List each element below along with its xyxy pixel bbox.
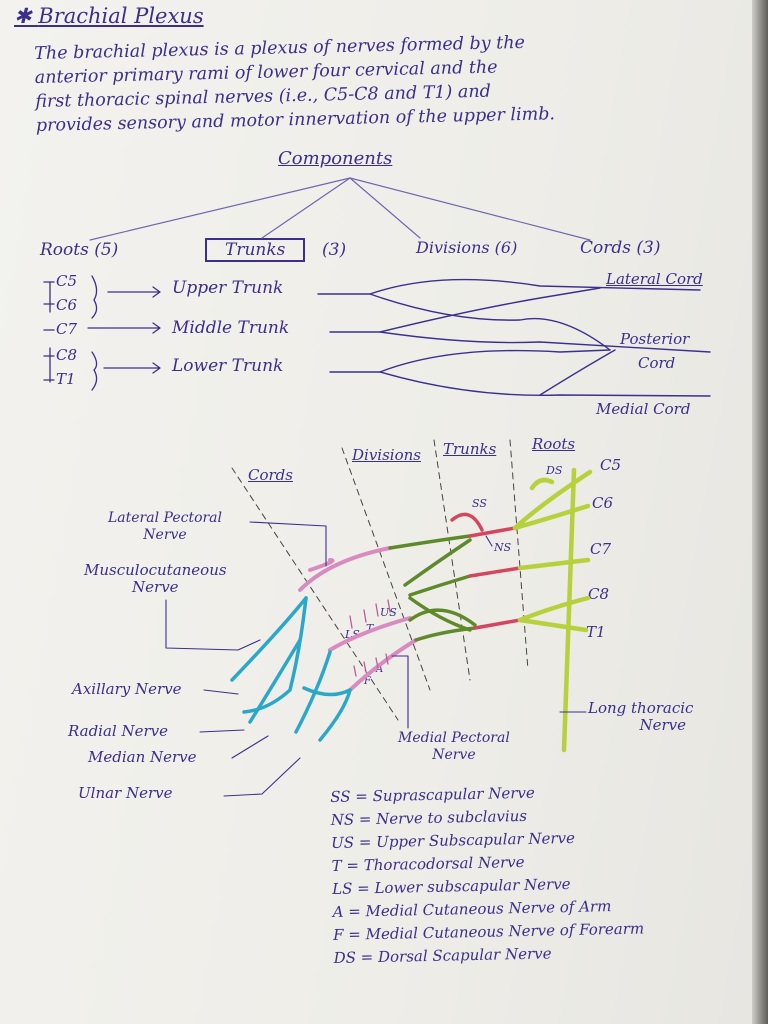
abbr-us: US xyxy=(380,606,397,619)
diagram-branches xyxy=(230,596,352,742)
diagram-trunks xyxy=(450,512,522,630)
trunks-count: (3) xyxy=(322,240,347,260)
upper-trunk-label: Upper Trunk xyxy=(172,278,284,298)
posterior-cord-label-2: Cord xyxy=(638,354,676,372)
median-nerve-label: Median Nerve xyxy=(88,748,197,766)
abbr-f: F xyxy=(364,676,371,687)
axillary-nerve-label: Axillary Nerve xyxy=(72,680,182,698)
page-title: ✱ Brachial Plexus xyxy=(14,4,204,28)
diagram-cords xyxy=(298,546,418,692)
radial-nerve-label: Radial Nerve xyxy=(68,722,169,740)
section-dividers xyxy=(231,439,529,721)
schema-root-c5: C5 xyxy=(56,272,78,290)
star-bullet: ✱ xyxy=(14,4,39,28)
label-line: Medial Pectoral xyxy=(398,730,510,746)
label-line: Nerve xyxy=(432,747,476,763)
diagram-root-c8: C8 xyxy=(588,585,610,603)
schema-root-c6: C6 xyxy=(56,296,78,314)
label-line: Lateral Pectoral xyxy=(108,510,223,526)
divisions-label: Divisions (6) xyxy=(416,238,518,257)
diagram-trunks-label: Trunks xyxy=(443,440,497,458)
label-line: Long thoracic xyxy=(588,699,694,717)
diagram-cords-label: Cords xyxy=(248,466,293,484)
components-tree xyxy=(89,177,591,241)
schema-arrows xyxy=(87,286,161,374)
lateral-cord-label: Lateral Cord xyxy=(606,270,703,288)
schema-root-t1: T1 xyxy=(56,370,76,388)
abbr-ds: DS xyxy=(546,464,563,477)
schema-root-c8: C8 xyxy=(56,346,78,364)
diagram-roots xyxy=(512,467,593,753)
cords-label: Cords (3) xyxy=(580,238,661,258)
abbr-a: A xyxy=(376,664,384,675)
diagram-root-c5: C5 xyxy=(600,456,622,474)
components-heading: Components xyxy=(278,148,393,169)
label-line: Musculocutaneous xyxy=(84,561,227,579)
title-text: Brachial Plexus xyxy=(38,4,204,28)
leader-lines xyxy=(165,521,587,797)
branch-ticks xyxy=(349,599,391,677)
notebook-binding-edge xyxy=(752,0,768,1024)
ulnar-nerve-label: Ulnar Nerve xyxy=(78,784,173,802)
schema-root-c7: C7 xyxy=(56,320,78,338)
lower-trunk-label: Lower Trunk xyxy=(172,356,284,376)
diagram-roots-label: Roots xyxy=(532,435,576,453)
diagram-root-c6: C6 xyxy=(592,494,614,512)
notebook-page: ✱ Brachial Plexus The brachial plexus is… xyxy=(0,0,752,1024)
middle-trunk-label: Middle Trunk xyxy=(172,318,290,338)
label-line: Nerve xyxy=(639,716,686,734)
label-line: Nerve xyxy=(132,578,179,596)
schema-root-brackets xyxy=(43,275,98,391)
label-line: Nerve xyxy=(143,527,187,543)
diagram-root-t1: T1 xyxy=(586,623,606,641)
drawing-layer xyxy=(43,177,711,797)
abbr-t: T xyxy=(366,622,374,635)
posterior-cord-label: Posterior xyxy=(620,330,690,348)
diagram-root-c7: C7 xyxy=(590,540,612,558)
medial-cord-label: Medial Cord xyxy=(596,400,691,418)
diagram-divisions-label: Divisions xyxy=(352,446,421,464)
schema-divisions xyxy=(317,278,711,397)
abbr-ss: SS xyxy=(472,497,487,510)
abbr-ns: NS xyxy=(494,541,512,554)
roots-label: Roots (5) xyxy=(40,240,119,260)
diagram-divisions xyxy=(388,534,477,642)
trunks-label: Trunks xyxy=(205,238,306,262)
